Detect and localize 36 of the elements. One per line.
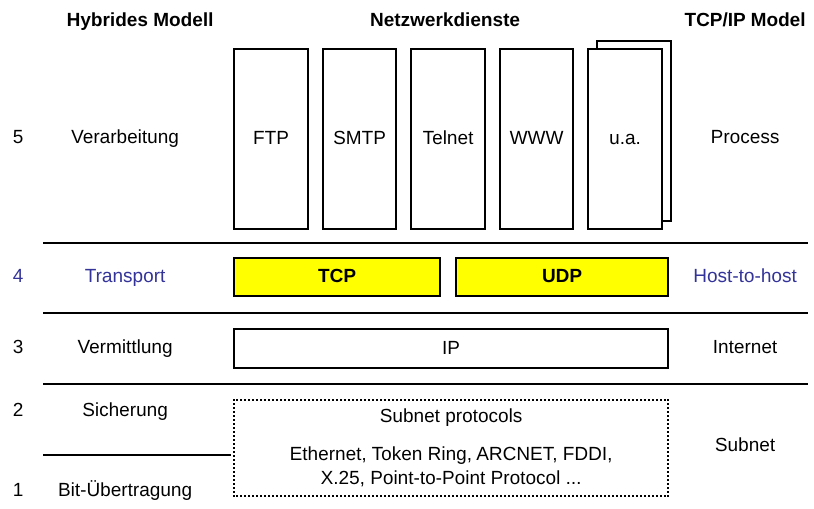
protocol-group-box <box>233 399 669 497</box>
protocol-box <box>233 48 309 230</box>
protocol-name: Telnet <box>422 127 474 151</box>
protocol-name: UDP <box>542 265 582 289</box>
layer-name: Subnet <box>714 435 776 457</box>
column-heading: Netzwerkdienste <box>370 10 520 32</box>
layer-number: 4 <box>12 266 24 288</box>
layer-number: 2 <box>12 400 24 422</box>
protocol-box <box>233 328 669 369</box>
layer-name: Host-to-host <box>693 266 797 288</box>
column-heading: TCP/IP Model <box>684 10 806 32</box>
protocol-name: SMTP <box>333 127 386 151</box>
protocol-box <box>233 257 441 297</box>
layer-name: Bit-Übertragung <box>58 480 192 502</box>
protocol-name: FTP <box>253 127 289 151</box>
layer-name: Transport <box>84 266 166 288</box>
protocol-box <box>410 48 486 230</box>
layer-name: Process <box>710 127 780 149</box>
protocol-name: u.a. <box>609 127 641 151</box>
layer-number: 5 <box>12 127 24 149</box>
protocol-name: TCP <box>318 265 356 289</box>
layer-name: Vermittlung <box>77 337 173 359</box>
protocol-name: Subnet protocols <box>380 405 522 429</box>
protocol-name: WWW <box>510 127 564 151</box>
protocol-box <box>455 257 669 297</box>
layer-name: Verarbeitung <box>71 127 179 149</box>
layer-number: 1 <box>12 480 24 502</box>
layer-number: 3 <box>12 337 24 359</box>
protocol-box <box>322 48 397 230</box>
protocol-box <box>587 48 663 230</box>
protocol-list: Ethernet, Token Ring, ARCNET, FDDI, X.25, Point-to-Point Protocol ... <box>265 443 637 491</box>
column-heading: Hybrides Modell <box>66 10 214 32</box>
protocol-box <box>499 48 574 230</box>
layer-name: Sicherung <box>82 400 168 422</box>
protocol-name: IP <box>442 336 460 360</box>
layer-name: Internet <box>712 337 778 359</box>
